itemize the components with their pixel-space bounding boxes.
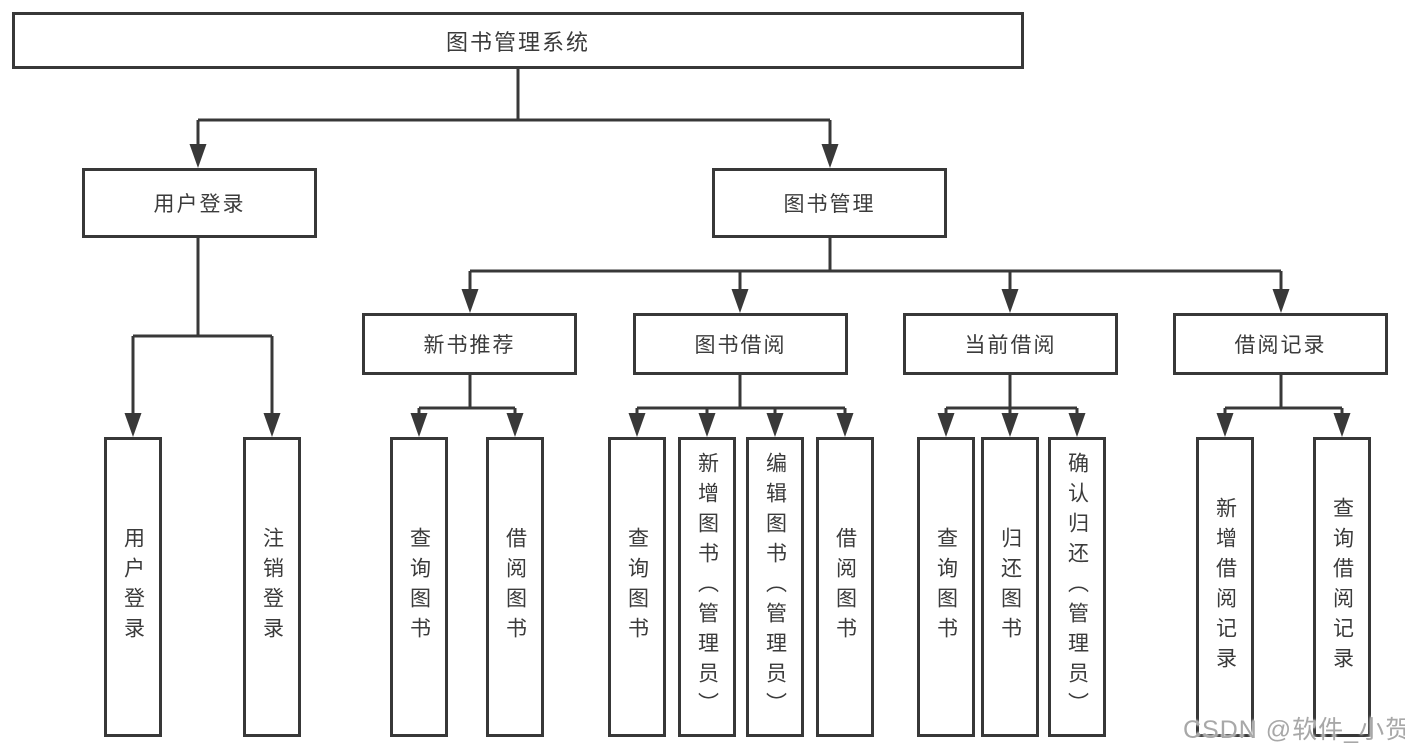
node-new-book-recommend: 新书推荐 [362, 313, 577, 375]
leaf-user-login: 用户登录 [104, 437, 162, 737]
leaf-add-borrow-record: 新增借阅记录 [1196, 437, 1254, 737]
node-book-management: 图书管理 [712, 168, 947, 238]
watermark-text: CSDN @软件_小贺同学 [1183, 716, 1405, 744]
node-label: 借阅图书 [833, 527, 857, 647]
node-label: 注销登录 [260, 527, 284, 647]
node-label: 用户登录 [121, 527, 145, 647]
node-label: 用户登录 [153, 193, 246, 216]
node-label: 归还图书 [998, 527, 1022, 647]
leaf-query-borrow-record: 查询借阅记录 [1313, 437, 1371, 737]
leaf-return-books: 归还图书 [981, 437, 1039, 737]
arrowhead-icons [124, 144, 1351, 437]
node-label: 查询图书 [407, 527, 431, 647]
node-label: 当前借阅 [964, 334, 1057, 357]
node-label: 新书推荐 [423, 334, 516, 357]
leaf-borrow-books-recommend: 借阅图书 [486, 437, 544, 737]
node-book-borrow: 图书借阅 [633, 313, 848, 375]
node-label: 借阅图书 [503, 527, 527, 647]
node-current-borrow: 当前借阅 [903, 313, 1118, 375]
leaf-query-books-current: 查询图书 [917, 437, 975, 737]
leaf-query-books-recommend: 查询图书 [390, 437, 448, 737]
node-label: 确认归还（管理员） [1065, 452, 1089, 722]
leaf-add-books-admin: 新增图书（管理员） [678, 437, 736, 737]
node-label: 图书借阅 [694, 334, 787, 357]
leaf-edit-books-admin: 编辑图书（管理员） [746, 437, 804, 737]
node-library-management-system: 图书管理系统 [12, 12, 1024, 69]
node-label: 新增图书（管理员） [695, 452, 719, 722]
node-label: 图书管理 [783, 193, 876, 216]
node-label: 查询图书 [625, 527, 649, 647]
leaf-query-books-borrow: 查询图书 [608, 437, 666, 737]
node-label: 查询图书 [934, 527, 958, 647]
node-user-login: 用户登录 [82, 168, 317, 238]
node-borrow-records: 借阅记录 [1173, 313, 1388, 375]
leaf-borrow-books: 借阅图书 [816, 437, 874, 737]
node-label: 图书管理系统 [445, 29, 590, 55]
node-label: 编辑图书（管理员） [763, 452, 787, 722]
node-label: 新增借阅记录 [1213, 497, 1237, 677]
node-label: 借阅记录 [1234, 334, 1327, 357]
leaf-logout-login: 注销登录 [243, 437, 301, 737]
leaf-confirm-return-admin: 确认归还（管理员） [1048, 437, 1106, 737]
node-label: 查询借阅记录 [1330, 497, 1354, 677]
